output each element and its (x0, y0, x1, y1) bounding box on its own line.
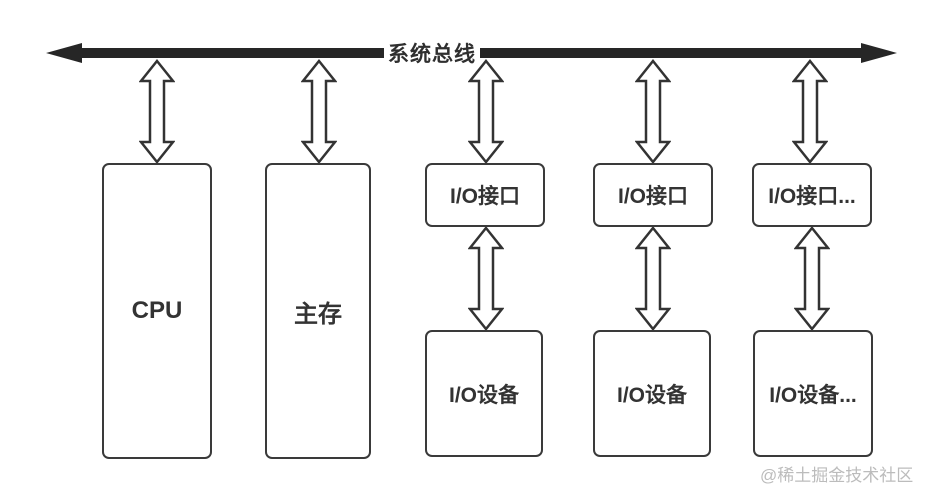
io-device-label-1: I/O设备 (448, 383, 519, 407)
io-device-box-3: I/O设备... (753, 330, 873, 457)
memory-box: 主存 (265, 163, 371, 459)
io-interface-box-2: I/O接口 (593, 163, 713, 227)
io-interface-box-3: I/O接口... (752, 163, 872, 227)
io-interface-label-2: I/O接口 (617, 185, 688, 208)
bus-memory-arrow (301, 59, 337, 164)
system-bus-label: 系统总线 (384, 40, 480, 66)
io-device-box-2: I/O设备 (593, 330, 711, 457)
io-device-box-1: I/O设备 (425, 330, 543, 457)
io-device-label-3: I/O设备... (769, 383, 857, 407)
io-interface-3-device-3-arrow (794, 226, 830, 331)
cpu-box: CPU (102, 163, 212, 459)
io-interface-1-device-1-arrow (468, 226, 504, 331)
io-interface-box-1: I/O接口 (425, 163, 545, 227)
io-interface-2-device-2-arrow (635, 226, 671, 331)
io-device-label-2: I/O设备 (616, 383, 687, 407)
watermark-text: @稀土掘金技术社区 (760, 466, 914, 485)
io-interface-label-3: I/O接口... (768, 185, 856, 208)
bus-cpu-arrow (139, 59, 175, 164)
bus-io-interface-2-arrow (635, 59, 671, 164)
cpu-label: CPU (131, 297, 183, 324)
bus-io-interface-1-arrow (468, 59, 504, 164)
io-interface-label-1: I/O接口 (449, 185, 520, 208)
memory-label: 主存 (294, 300, 342, 328)
bus-io-interface-3-arrow (792, 59, 828, 164)
